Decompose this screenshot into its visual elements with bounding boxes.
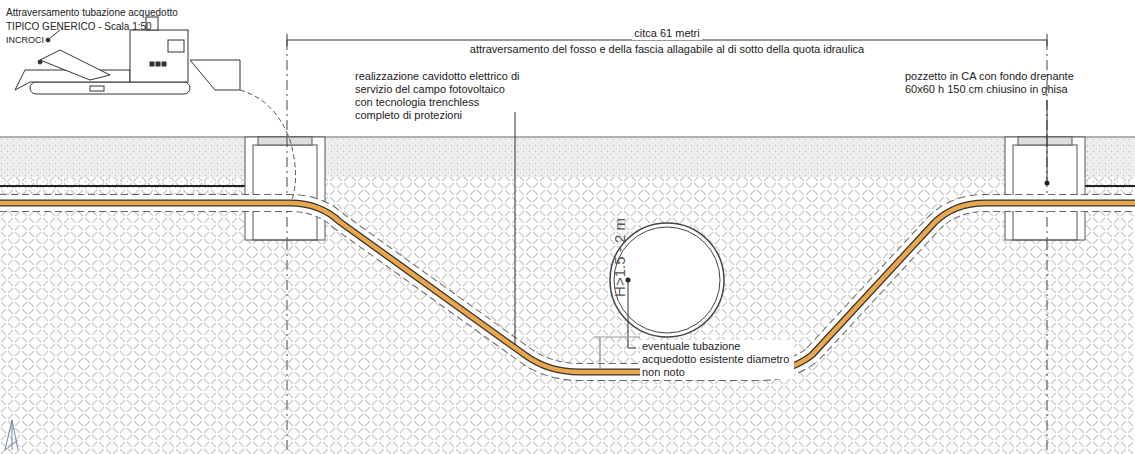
drawing-title: Attraversamento tubazione acquedotto — [6, 6, 178, 19]
section-note: INCROCI — [6, 34, 44, 47]
dimension-text: attraversamento del fosso e della fascia… — [405, 43, 929, 56]
callout-note: eventuale tubazione acquedotto esistente… — [640, 340, 794, 379]
callout-note: pozzetto in CA con fondo drenante 60x60 … — [905, 70, 1080, 96]
scale-note: TIPICO GENERICO - Scala 1:50 — [6, 20, 152, 33]
dimension-text: citca 61 metri — [632, 27, 701, 40]
dimension-text: H>1.5 - 2 m — [612, 218, 625, 297]
callout-note: realizzazione cavidotto elettrico di ser… — [355, 70, 520, 122]
